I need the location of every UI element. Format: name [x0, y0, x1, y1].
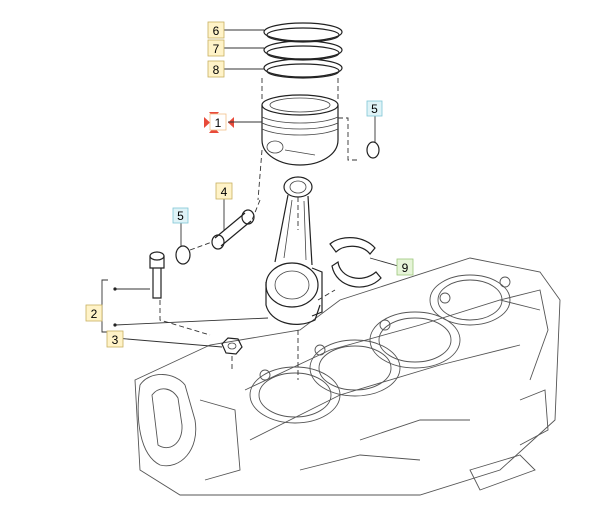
callout-5-right[interactable]: 5 [366, 100, 383, 117]
callout-5-left[interactable]: 5 [172, 207, 189, 224]
rod-bolt[interactable] [149, 251, 165, 299]
piston-rings [263, 22, 343, 79]
callout-1-label: 1 [215, 116, 222, 130]
callout-9-label: 9 [402, 261, 409, 275]
callout-6[interactable]: 6 [207, 21, 225, 39]
callout-3-label: 3 [112, 333, 119, 347]
bearing-shells[interactable] [329, 237, 382, 288]
callout-9[interactable]: 9 [396, 258, 414, 276]
ring-6[interactable] [263, 22, 343, 42]
snap-ring-right[interactable] [366, 141, 380, 159]
snap-ring-left[interactable] [175, 245, 191, 265]
piston-pin[interactable] [211, 209, 255, 250]
ring-7[interactable] [263, 40, 343, 60]
callout-5-right-label: 5 [371, 102, 378, 116]
callout-5-left-label: 5 [177, 209, 184, 223]
callout-4[interactable]: 4 [215, 182, 233, 200]
leader-lines [101, 29, 399, 348]
callout-8-label: 8 [213, 63, 220, 77]
ring-8[interactable] [263, 58, 343, 78]
piston[interactable] [261, 94, 339, 166]
callout-3[interactable]: 3 [106, 330, 124, 348]
callout-2-label: 2 [91, 307, 98, 321]
rod-nut[interactable] [221, 337, 243, 355]
callout-7-label: 7 [213, 42, 220, 56]
engine-block [134, 257, 561, 496]
assembly-lines [159, 78, 360, 380]
callout-7[interactable]: 7 [207, 39, 225, 57]
callout-2[interactable]: 2 [85, 304, 103, 322]
callout-6-label: 6 [213, 24, 220, 38]
callout-8[interactable]: 8 [207, 60, 225, 78]
callout-1[interactable]: 1 [209, 113, 227, 131]
callout-4-label: 4 [221, 185, 228, 199]
connecting-rod[interactable] [265, 176, 323, 325]
